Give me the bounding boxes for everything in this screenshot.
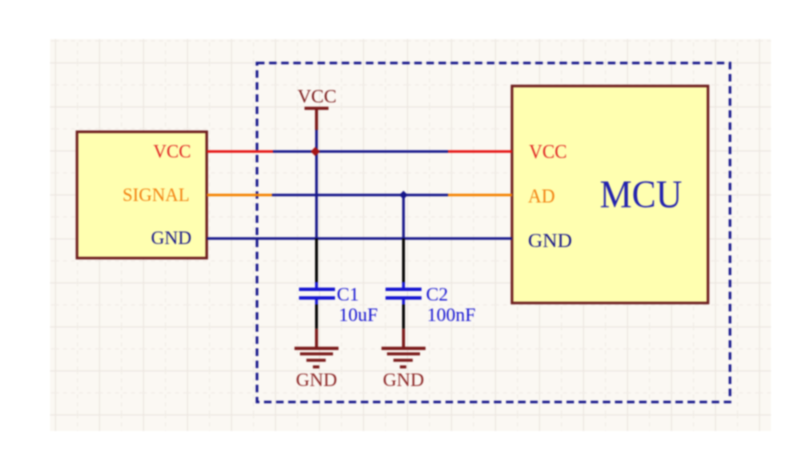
svg-text:GND: GND [383, 370, 424, 391]
svg-text:C2: C2 [426, 285, 448, 306]
svg-text:C1: C1 [337, 285, 359, 306]
svg-text:VCC: VCC [153, 142, 191, 163]
svg-text:AD: AD [528, 185, 555, 207]
svg-text:VCC: VCC [297, 87, 336, 108]
svg-text:GND: GND [528, 230, 572, 252]
svg-text:10uF: 10uF [339, 305, 378, 326]
svg-text:100nF: 100nF [427, 305, 476, 326]
svg-text:MCU: MCU [600, 172, 683, 216]
svg-text:GND: GND [296, 370, 337, 391]
svg-text:SIGNAL: SIGNAL [123, 185, 190, 206]
svg-text:GND: GND [151, 228, 192, 249]
svg-text:VCC: VCC [529, 141, 567, 163]
